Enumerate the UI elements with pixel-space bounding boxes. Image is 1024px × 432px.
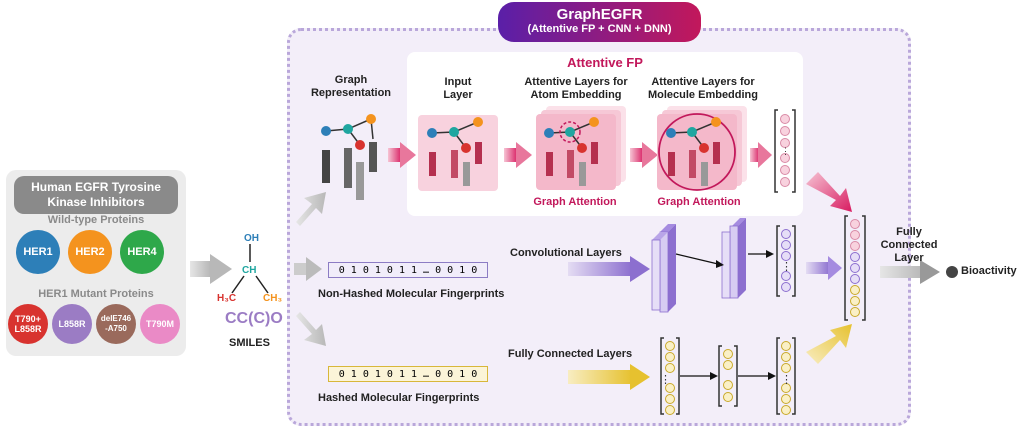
arrow-fc-to-final (806, 324, 852, 364)
arrow-to-graph (296, 192, 326, 226)
attentive-fp-title: Attentive FP (567, 55, 643, 70)
graph-representation-label: Graph Representation (310, 74, 392, 99)
non-hashed-bits: 0 1 0 1 0 1 1 … 0 0 1 0 (338, 264, 478, 276)
fc-connectors (680, 372, 776, 380)
bioactivity-dot (946, 266, 958, 278)
fc-vector-2 (718, 345, 738, 407)
oh-label: OH (244, 233, 259, 244)
svg-text:⋮: ⋮ (781, 261, 792, 273)
her1-circle: HER1 (16, 230, 60, 274)
mutant-t790-l858r-circle: T790+ L858R (8, 304, 48, 344)
arrow-atom-to-molecule (630, 142, 658, 168)
input-layer-graphic (418, 115, 498, 191)
input-layer-label: Input Layer (443, 76, 473, 101)
mutant-l858r-circle: L858R (52, 304, 92, 344)
smiles-label: SMILES (229, 337, 270, 349)
ch-label: CH (242, 265, 257, 276)
arrow-nonhashed-to-conv (568, 256, 650, 282)
arrow-to-hashed (296, 312, 326, 346)
final-fc-layer (844, 215, 866, 321)
atom-embedding-graphic (536, 106, 626, 190)
fc-vector-1 (660, 337, 680, 415)
graph-attention-label-1: Graph Attention (533, 196, 617, 208)
attentive-fp-output-vector (774, 109, 796, 193)
arrow-graph-to-input (388, 142, 416, 168)
atom-embedding-label: Attentive Layers for Atom Embedding (524, 76, 628, 101)
arrow-afp-to-fc (806, 172, 852, 212)
svg-text:⋮: ⋮ (781, 374, 792, 386)
arrow-molecule-to-vector (750, 142, 772, 168)
h3c-label: H₃C (217, 293, 237, 304)
arrow-to-bioactivity (880, 260, 940, 284)
conv-block-1 (651, 224, 676, 313)
mutant-dele746-circle: delE746 -A750 (96, 304, 136, 344)
hashed-label: Hashed Molecular Fingerprints (318, 392, 480, 404)
panel-title-text: Human EGFR Tyrosine Kinase Inhibitors (31, 180, 161, 209)
conv-connector (675, 250, 774, 268)
her2-circle: HER2 (68, 230, 112, 274)
her4-circle: HER4 (120, 230, 164, 274)
svg-text:⋮: ⋮ (660, 374, 671, 386)
graphegfr-title-main: GraphEGFR (556, 6, 643, 23)
arrow-to-nonhashed (294, 257, 322, 281)
graph-attention-label-2: Graph Attention (657, 196, 741, 208)
mutant-label: HER1 Mutant Proteins (38, 288, 154, 300)
graph-representation-graphic (321, 114, 377, 200)
arrow-panel-to-molecule (190, 254, 232, 284)
isopropanol-structure (231, 244, 269, 294)
fc-vector-3 (776, 337, 796, 415)
fc-layers-label: Fully Connected Layers (508, 348, 633, 360)
graphegfr-title-sub: (Attentive FP + CNN + DNN) (527, 23, 672, 35)
svg-text:⋮: ⋮ (781, 146, 790, 156)
arrow-input-to-atom (504, 142, 532, 168)
conv-output-vector (776, 225, 796, 297)
non-hashed-label: Non-Hashed Molecular Fingerprints (318, 288, 505, 300)
hashed-fingerprint-bar: 0 1 0 1 0 1 1 … 0 0 1 0 (328, 366, 488, 382)
fully-connected-layer-label: Fully Connected Layer (880, 226, 938, 264)
ch3-label: CH₃ (263, 293, 283, 304)
hashed-bits: 0 1 0 1 0 1 1 … 0 0 1 0 (338, 368, 478, 380)
conv-layers-label: Convolutional Layers (510, 247, 622, 259)
smiles-string: CC(C)O (225, 310, 283, 327)
bioactivity-label: Bioactivity (961, 265, 1017, 277)
molecule-embedding-label: Attentive Layers for Molecule Embedding (647, 76, 758, 101)
graphegfr-title: GraphEGFR (Attentive FP + CNN + DNN) (498, 2, 701, 42)
egfr-inhibitors-panel: Human EGFR Tyrosine Kinase Inhibitors Wi… (6, 170, 186, 356)
mutant-t790m-circle: T790M (140, 304, 180, 344)
arrow-hashed-to-fc (568, 364, 650, 390)
conv-block-2 (721, 218, 746, 299)
molecule-embedding-graphic (657, 106, 747, 191)
panel-title: Human EGFR Tyrosine Kinase Inhibitors (14, 176, 178, 214)
non-hashed-fingerprint-bar: 0 1 0 1 0 1 1 … 0 0 1 0 (328, 262, 488, 278)
arrow-conv-to-fc (806, 256, 842, 280)
wild-type-label: Wild-type Proteins (47, 214, 145, 226)
